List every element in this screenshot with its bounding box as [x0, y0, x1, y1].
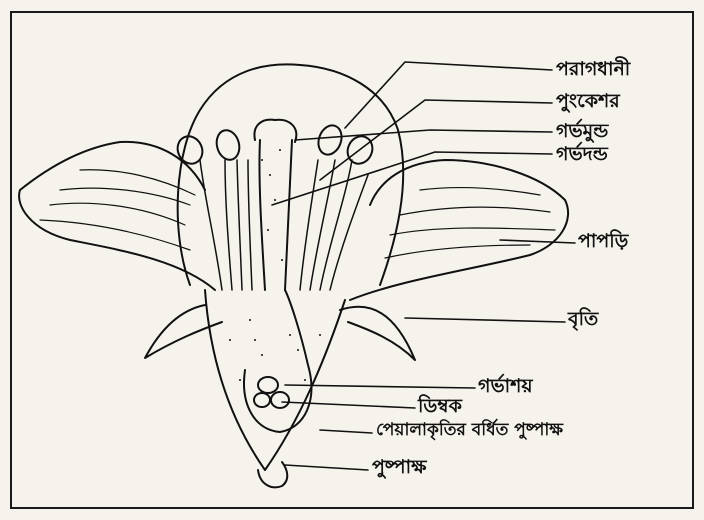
ovary-wall	[244, 290, 311, 432]
label-style: গর্ভদন্ড	[556, 145, 608, 164]
right-sepal	[340, 307, 415, 360]
leader-stamen	[320, 100, 552, 180]
label-stigma: গর্ভমুন্ড	[556, 122, 608, 141]
leader-style	[272, 152, 552, 205]
leader-ovary	[285, 385, 475, 388]
style	[259, 140, 292, 290]
anther-right-1	[315, 122, 346, 158]
anther-left-2	[213, 128, 242, 163]
label-sepal: বৃতি	[568, 310, 598, 329]
stigma	[254, 120, 296, 142]
label-cup-receptacle: পেয়ালাকৃতির বর্ধিত পুষ্পাক্ষ	[376, 422, 563, 439]
label-anther: পরাগধানী	[556, 60, 630, 79]
leader-receptacle	[285, 465, 368, 470]
leader-stigma	[295, 130, 552, 140]
anther-left-1	[173, 132, 207, 168]
label-petal: পাপড়ি	[578, 232, 628, 251]
label-receptacle: পুষ্পাক্ষ	[372, 458, 426, 477]
leader-cup	[320, 430, 372, 433]
label-ovule: ডিম্বক	[418, 397, 462, 416]
label-stamen: পুংকেশর	[556, 92, 620, 111]
leader-sepal	[405, 318, 565, 322]
label-ovary: গর্ভাশয়	[478, 377, 533, 396]
leader-petal	[500, 240, 575, 243]
leader-anther	[345, 62, 552, 128]
